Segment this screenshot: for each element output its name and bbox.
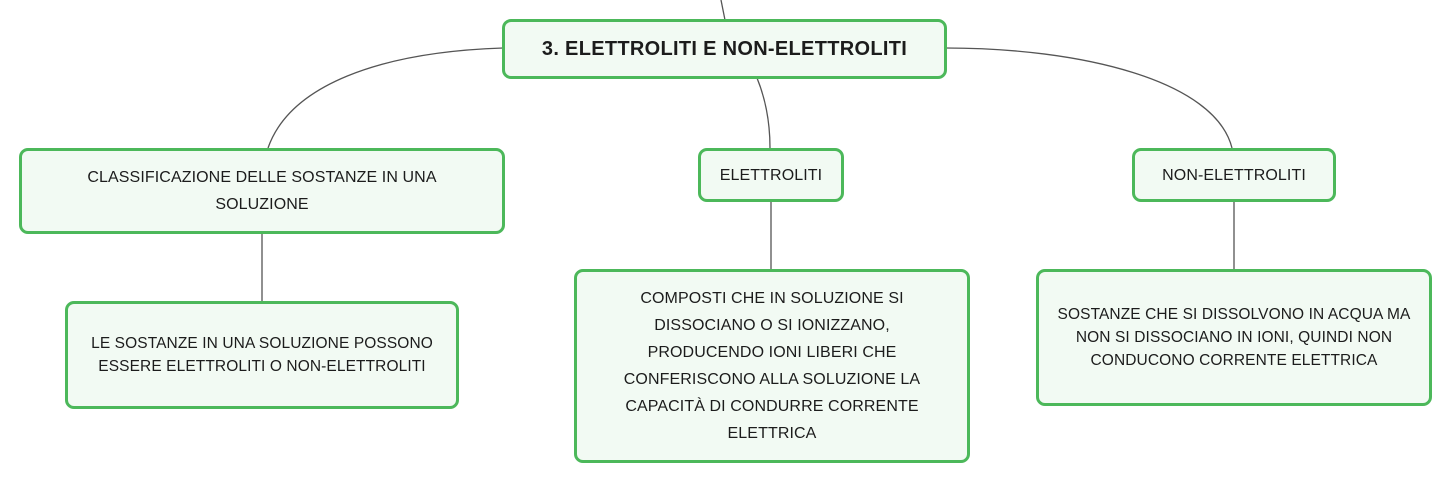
detail-elettroliti-node[interactable]: COMPOSTI CHE IN SOLUZIONE SI DISSOCIANO … — [574, 269, 970, 463]
connector-root-to-elettroliti — [756, 77, 771, 149]
detail-non-elettroliti-node[interactable]: SOSTANZE CHE SI DISSOLVONO IN ACQUA MA N… — [1036, 269, 1432, 406]
topic-non-elettroliti-node[interactable]: NON-ELETTROLITI — [1132, 148, 1336, 202]
parent-connector — [720, 0, 726, 21]
topic-elettroliti-label: ELETTROLITI — [719, 166, 823, 184]
topic-elettroliti-node[interactable]: ELETTROLITI — [698, 148, 844, 202]
root-topic-node[interactable]: 3. ELETTROLITI E NON-ELETTROLITI — [502, 19, 947, 79]
topic-non-elettroliti-label: NON-ELETTROLITI — [1162, 166, 1306, 184]
detail-classificazione-text: LE SOSTANZE IN UNA SOLUZIONE POSSONO ESS… — [91, 335, 433, 375]
topic-classificazione-label: CLASSIFICAZIONE DELLE SOSTANZE IN UNA SO… — [87, 169, 437, 213]
detail-classificazione-node[interactable]: LE SOSTANZE IN UNA SOLUZIONE POSSONO ESS… — [65, 301, 459, 409]
connector-root-to-classificazione — [267, 47, 504, 149]
detail-non-elettroliti-text: SOSTANZE CHE SI DISSOLVONO IN ACQUA MA N… — [1057, 306, 1411, 369]
connector-root-to-non-elettroliti — [945, 47, 1233, 149]
topic-classificazione-node[interactable]: CLASSIFICAZIONE DELLE SOSTANZE IN UNA SO… — [19, 148, 505, 234]
detail-elettroliti-text: COMPOSTI CHE IN SOLUZIONE SI DISSOCIANO … — [623, 290, 921, 442]
root-topic-label: 3. ELETTROLITI E NON-ELETTROLITI — [541, 37, 908, 60]
